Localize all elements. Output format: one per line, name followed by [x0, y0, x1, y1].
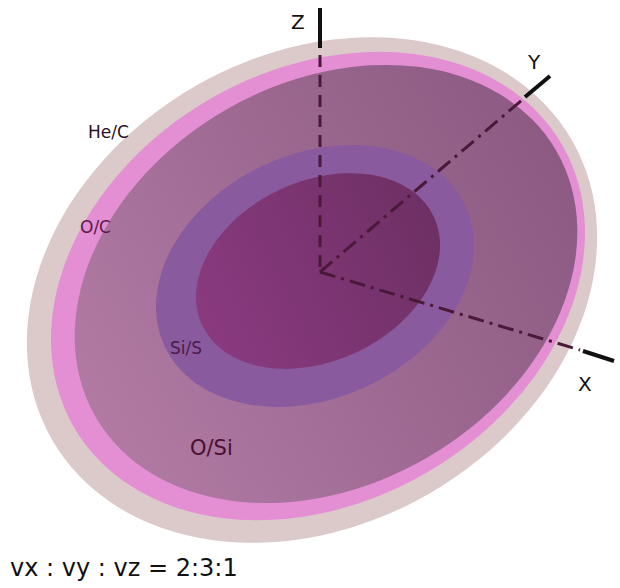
z-axis	[319, 55, 322, 272]
si-s-layer	[113, 95, 517, 456]
axis-label: Z	[291, 12, 305, 32]
z-axis-end	[318, 8, 322, 48]
layer-label: He/C	[88, 124, 129, 141]
axis-label: Y	[528, 52, 540, 72]
y-axis	[320, 100, 522, 272]
x-axis	[320, 272, 580, 350]
caption: vx : vy : vz = 2:3:1	[10, 556, 238, 580]
x-axis-end	[583, 351, 614, 361]
layer-label: O/C	[80, 219, 111, 236]
axis-label: X	[578, 374, 592, 394]
core-layer	[164, 135, 472, 406]
layer-label: O/Si	[190, 438, 233, 459]
y-axis-end	[525, 76, 550, 97]
layer-label: Si/S	[170, 340, 202, 357]
